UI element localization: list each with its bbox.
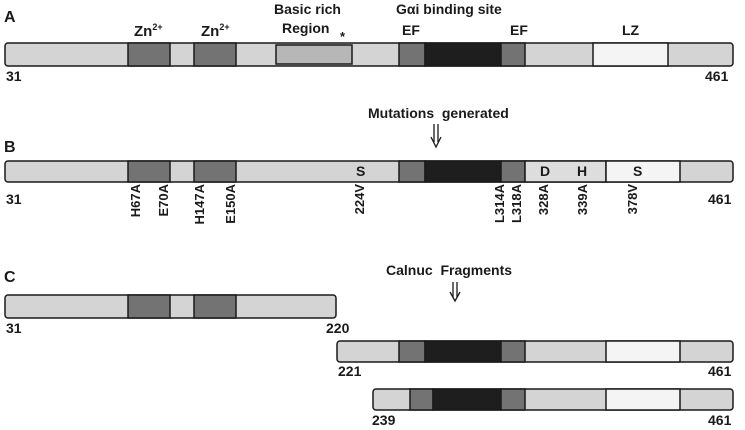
panel-a-start: 31 [6,68,22,84]
bar-b-lz [605,160,681,183]
bar-a-body [4,42,734,67]
panel-a-bar [4,42,734,67]
panel-b-start: 31 [6,191,22,207]
inbar-d: D [540,163,551,179]
mutation-l318a: L318A [509,184,524,224]
zn1-text: Zn [134,23,153,40]
zn2-text: Zn [201,23,220,40]
basic-rich-line1: Basic rich [274,1,341,17]
fragment-3-start: 239 [372,412,396,428]
fragments-title: Calnuc Fragments [386,262,513,278]
bar-a-ef2 [500,42,526,67]
bar-a-ef1 [398,42,426,67]
ef-label-1: EF [402,22,420,38]
fragment-1-start: 31 [6,320,22,336]
bar-b-ef2 [500,160,526,183]
inbar-s1: S [356,163,366,179]
bar-b-zn1 [127,160,171,183]
zn-label-2: Zn2+ [201,22,230,40]
mutation-224v: 224V [352,184,367,215]
mutation-378v: 378V [625,184,640,215]
lz-label: LZ [622,22,640,38]
galpha-site-label: Gαi binding site [396,1,502,17]
bar-b-dark [424,160,502,183]
bar-b-zn2 [193,160,237,183]
mutation-l314a: L314A [492,184,507,224]
mutations-arrow [430,124,442,149]
fragment-2-end: 461 [708,363,732,379]
mutation-e150a: E150A [223,184,238,224]
bar-a-lz [592,42,669,67]
inbar-h: H [577,163,588,179]
basic-rich-line2: Region [282,20,330,36]
panel-b-letter: B [4,139,16,156]
fragment-2-bar [336,340,734,363]
panel-b-end: 461 [708,191,732,207]
basic-rich-asterisk: * [340,29,346,44]
mutation-h67a: H67A [128,184,143,218]
mutation-339a: 339A [575,184,590,216]
mutation-e70a: E70A [156,184,171,217]
fragment-1-end: 220 [326,320,350,336]
fragments-arrow [449,282,461,303]
bar-a-basic [275,44,353,65]
bar-a-zn1 [127,42,171,67]
panel-b-bar [4,160,734,183]
bar-b-light-seg [524,160,607,183]
bar-b-ef1 [398,160,426,183]
bar-a-zn2 [193,42,237,67]
zn2-superscript: 2+ [219,22,230,32]
mutations-title: Mutations generated [368,105,509,121]
fragment-3-end: 461 [708,412,732,428]
fragment-2-start: 221 [338,363,362,379]
fragment-3-bar [372,388,734,411]
mutation-328a: 328A [536,184,551,216]
inbar-s2: S [633,163,643,179]
zn-label-1: Zn2+ [134,22,163,40]
panel-c-letter: C [4,269,16,286]
zn1-superscript: 2+ [152,22,163,32]
fragment-1-bar [4,294,337,319]
mutation-h147a: H147A [192,184,207,225]
bar-a-dark [424,42,502,67]
ef-label-2: EF [510,22,528,38]
panel-a-end: 461 [705,68,729,84]
panel-a-letter: A [4,9,16,26]
